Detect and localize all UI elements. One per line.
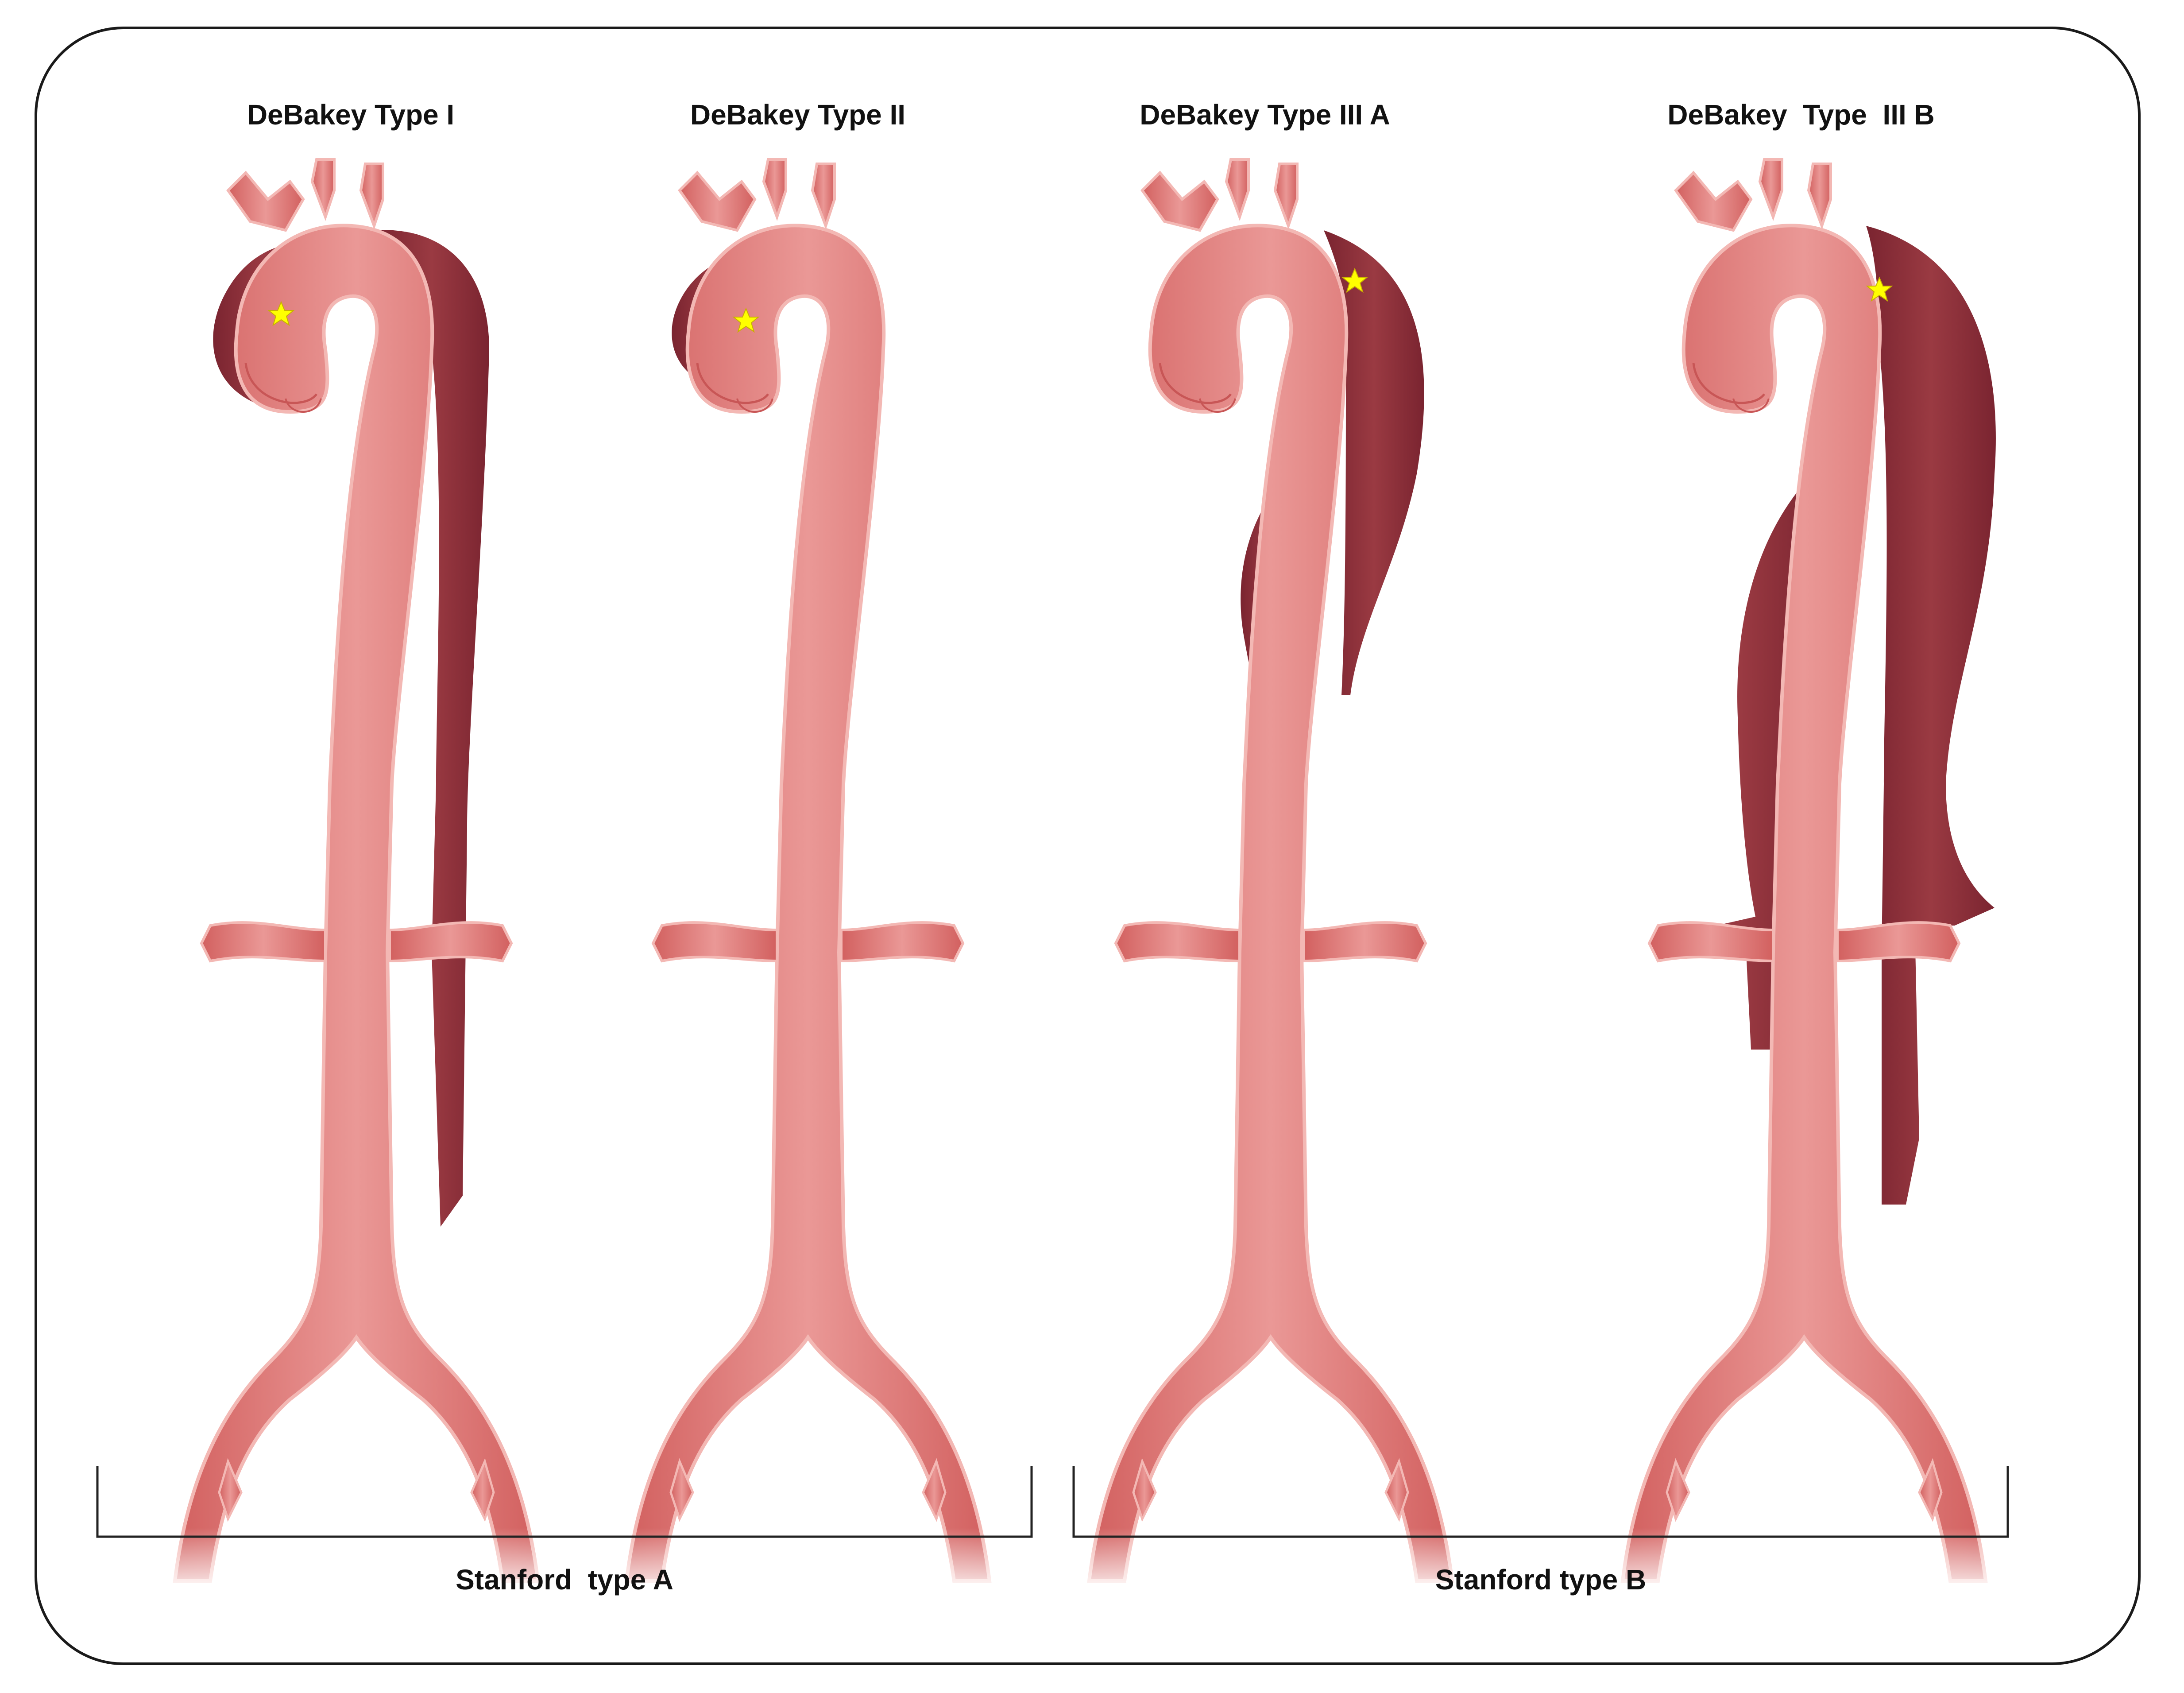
false-lumen xyxy=(1866,226,1996,1205)
panel-title-debakey-3b: DeBakey Type III B xyxy=(1667,99,1935,131)
panel-title-debakey-2: DeBakey Type II xyxy=(690,99,906,131)
panel-debakey-3b xyxy=(1600,159,2008,1599)
bracket-stanford-b xyxy=(1072,1466,2009,1538)
panel-debakey-2 xyxy=(604,159,1012,1599)
false-lumen xyxy=(1658,465,1822,1050)
panel-title-debakey-1: DeBakey Type I xyxy=(247,99,455,131)
panel-title-debakey-3a: DeBakey Type III A xyxy=(1140,99,1390,131)
group-label-stanford-a: Stanford type A xyxy=(456,1564,673,1596)
false-lumen xyxy=(1324,230,1424,695)
panel-debakey-1 xyxy=(153,159,560,1599)
panel-debakey-3a xyxy=(1067,159,1474,1599)
false-lumen xyxy=(374,230,489,1227)
group-label-stanford-b: Stanford type B xyxy=(1435,1564,1647,1596)
bracket-stanford-a xyxy=(96,1466,1033,1538)
